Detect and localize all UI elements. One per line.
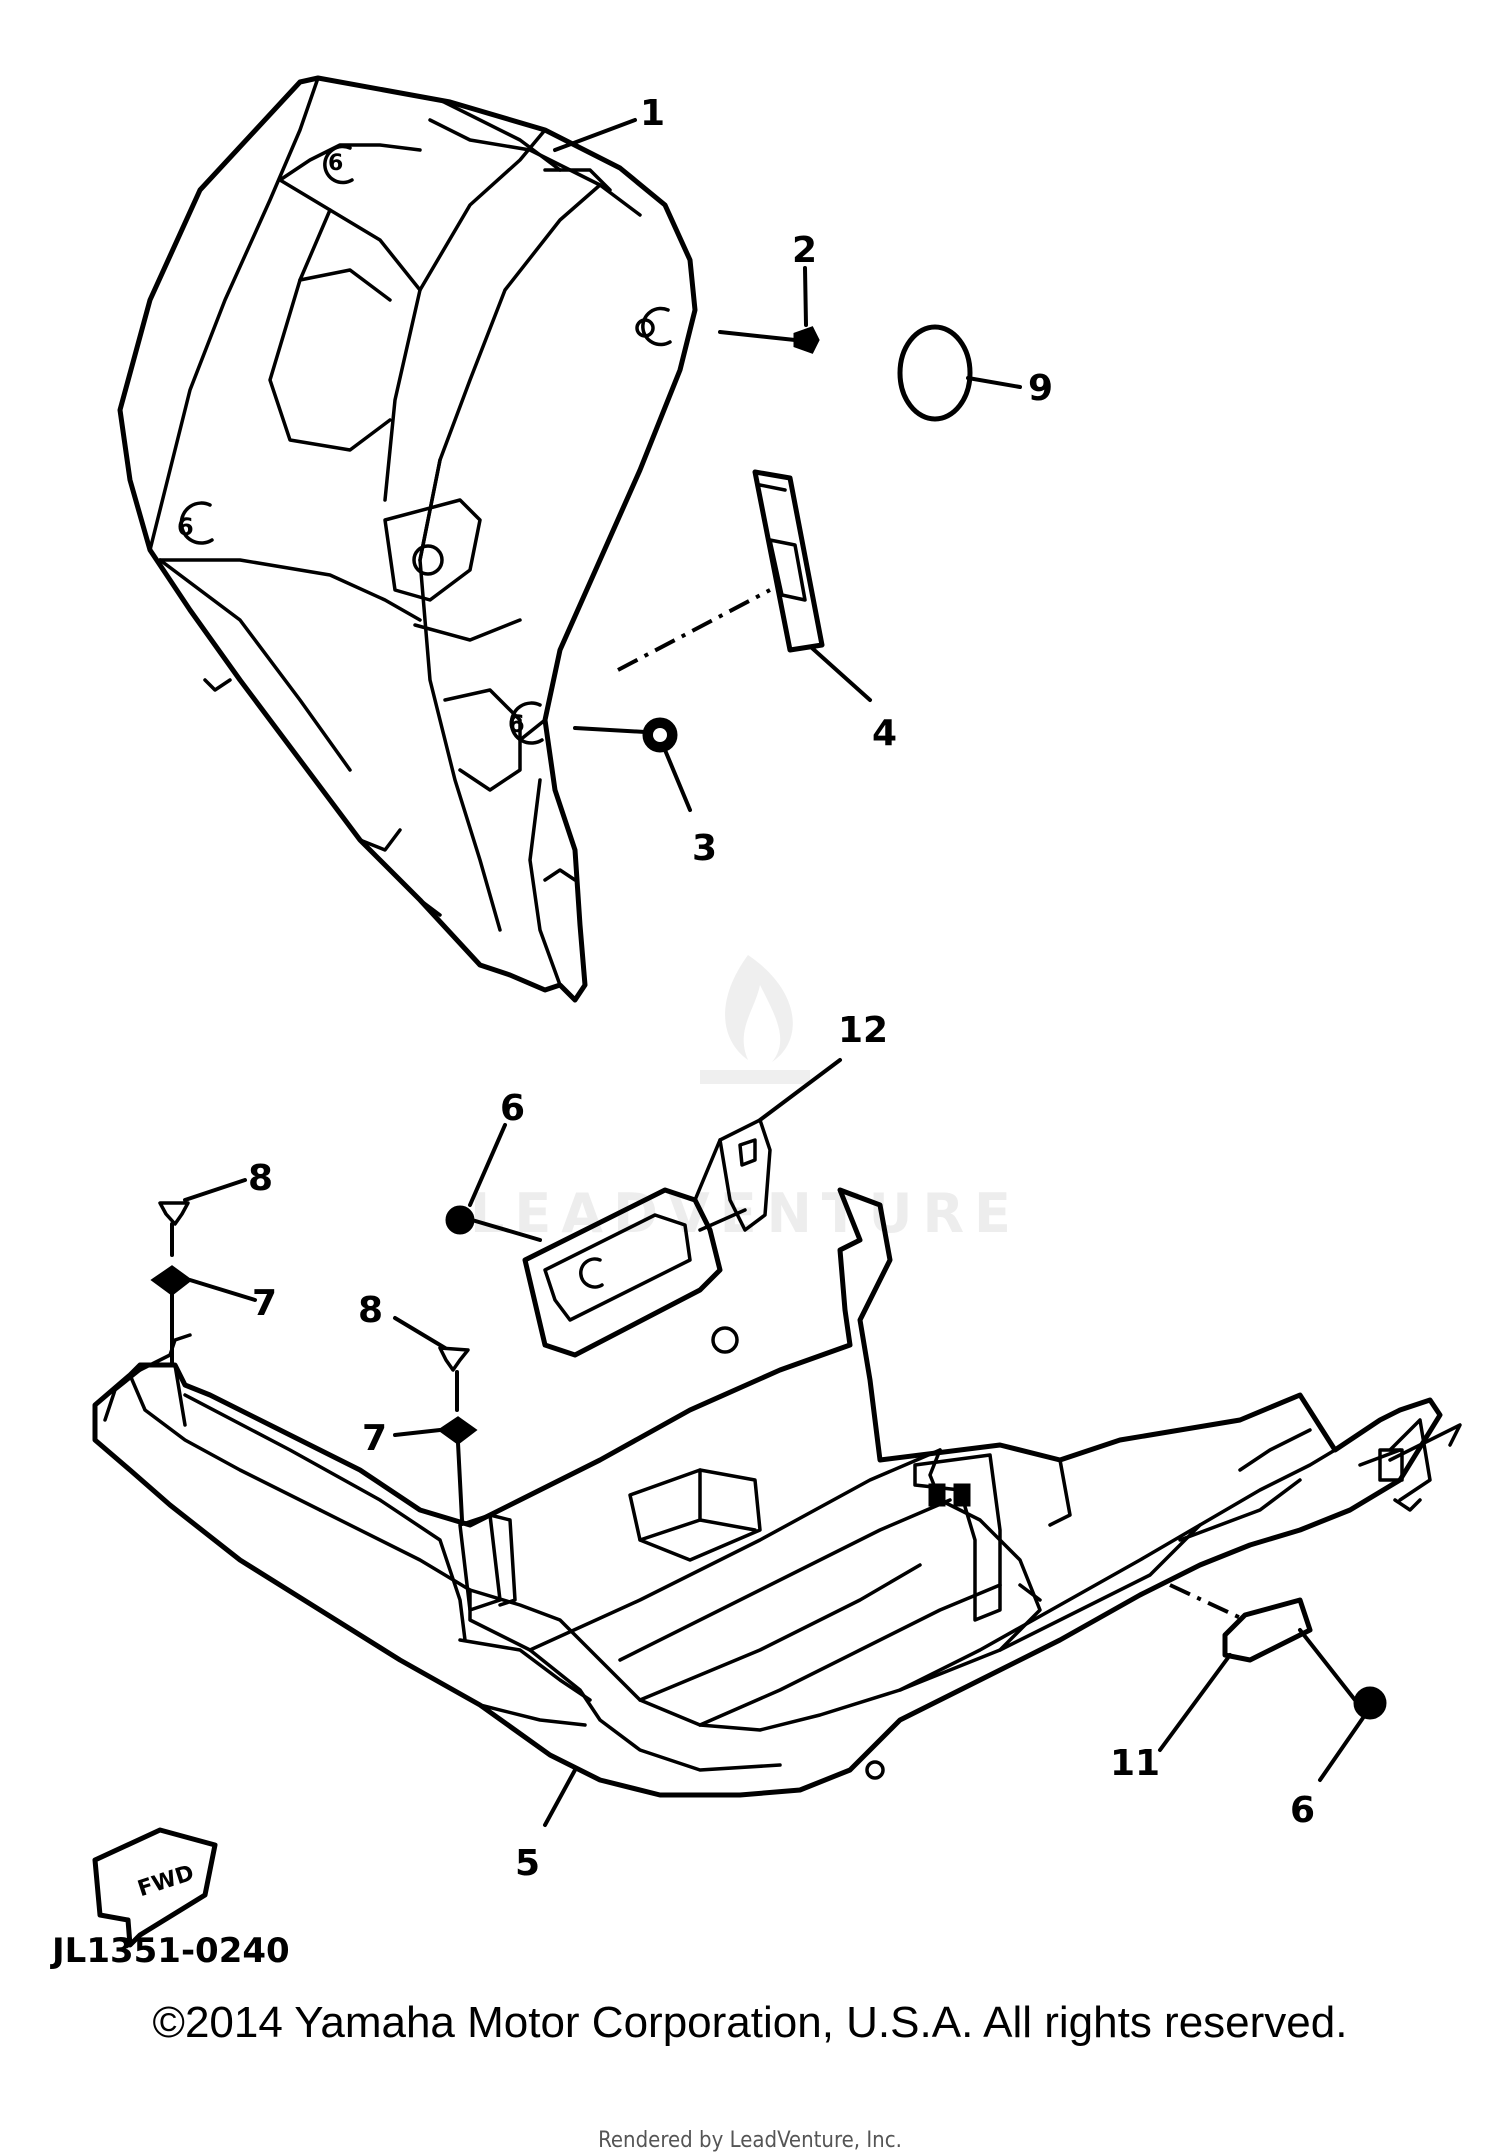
- part-7-nut-b: [437, 1416, 478, 1445]
- callout-7a: 7: [252, 1283, 277, 1324]
- drawing-code: JL1351-0240: [50, 1931, 290, 1971]
- leader-lines: [170, 118, 1367, 1827]
- svg-text:6: 6: [328, 151, 343, 176]
- callout-6b: 6: [1290, 1790, 1315, 1831]
- part-6-screw-a: [445, 1205, 475, 1235]
- callout-8b: 8: [358, 1290, 383, 1331]
- copyright-notice: ©2014 Yamaha Motor Corporation, U.S.A. A…: [152, 1998, 1348, 2047]
- part-4-panel: [617, 469, 825, 672]
- callout-8a: 8: [248, 1158, 273, 1199]
- part-12-bracket: [522, 1118, 772, 1358]
- callout-2: 2: [792, 230, 817, 271]
- callout-6a: 6: [500, 1088, 525, 1129]
- leadventure-watermark: LEADVENTURE: [470, 955, 1021, 1245]
- callout-3: 3: [692, 828, 717, 869]
- part-9-cover: [897, 324, 973, 422]
- callout-1: 1: [640, 93, 665, 134]
- fwd-arrow-icon: FWD: [92, 1827, 218, 1948]
- flame-logo-icon: [725, 955, 793, 1062]
- part-1-leg-shield: 6 6 6: [117, 75, 698, 1003]
- svg-text:6: 6: [508, 710, 525, 738]
- watermark-text: LEADVENTURE: [470, 1182, 1021, 1245]
- callout-7b: 7: [362, 1418, 387, 1459]
- part-11-plate: [1169, 1583, 1313, 1663]
- part-8-clip-a: [158, 1201, 190, 1226]
- callout-9: 9: [1028, 368, 1053, 409]
- part-8-clip-b: [438, 1346, 470, 1372]
- svg-text:6: 6: [177, 513, 194, 541]
- callout-11: 11: [1110, 1743, 1160, 1784]
- callout-4: 4: [872, 713, 897, 754]
- fwd-label: FWD: [135, 1861, 197, 1903]
- callout-12: 12: [838, 1010, 888, 1051]
- part-6-screw-b: [1353, 1686, 1387, 1720]
- callout-5: 5: [515, 1843, 540, 1884]
- rendered-by-text: Rendered by LeadVenture, Inc.: [598, 2128, 902, 2153]
- part-2-screw: [718, 326, 820, 354]
- part-3-nut: [573, 717, 678, 753]
- part-7-nut-a: [150, 1265, 193, 1296]
- watermark-bar: [700, 1070, 810, 1084]
- part-5-floor-board: [92, 1187, 1462, 1798]
